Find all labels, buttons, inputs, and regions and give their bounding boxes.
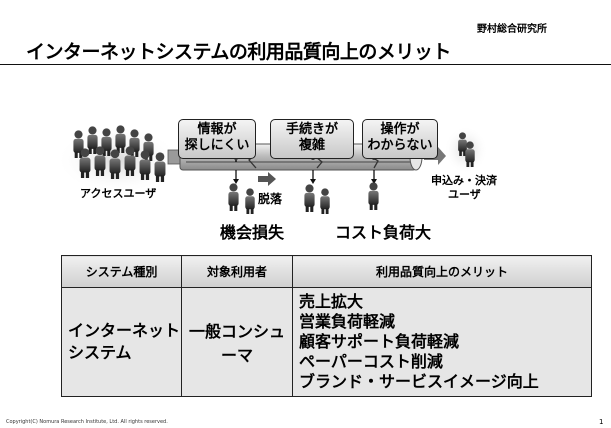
title-underline xyxy=(0,64,611,65)
apply-users-label-line2: ユーザ xyxy=(448,188,481,201)
company-name: 野村総合研究所 xyxy=(477,24,547,35)
dropout-label: 脱落 xyxy=(258,192,283,206)
apply-users-label-line1: 申込み・決済 xyxy=(431,174,497,187)
merit-item: ペーパーコスト削減 xyxy=(299,352,443,371)
header-system-type: システム種別 xyxy=(60,255,183,288)
dropout-arrow-icon xyxy=(258,172,276,186)
callout-text-line2: わからない xyxy=(367,138,433,153)
merits-table: システム種別 対象利用者 利用品質向上のメリット インターネット システム 一般… xyxy=(60,255,592,397)
cell-merits: 売上拡大 営業負荷軽減 顧客サポート負荷軽減 ペーパーコスト削減 ブランド・サー… xyxy=(292,287,592,397)
callout-unclear-operation: 操作が わからない xyxy=(362,119,438,159)
cell-target-user: 一般コンシューマ xyxy=(181,287,294,397)
copyright-notice: Copyright(C) Nomura Research Institute, … xyxy=(6,419,168,425)
callout-text-line1: 情報が xyxy=(197,122,237,137)
callout-text-line1: 手続きが xyxy=(285,122,338,137)
merit-item: 顧客サポート負荷軽減 xyxy=(299,332,460,351)
slide-title: インターネットシステムの利用品質向上のメリット xyxy=(26,41,451,63)
access-users-label: アクセスユーザ xyxy=(80,187,157,200)
callout-text-line1: 操作が xyxy=(380,122,420,137)
system-type-line2: システム xyxy=(68,343,132,362)
dropout-users-icon xyxy=(228,182,379,214)
opportunity-loss-label: 機会損失 xyxy=(220,223,285,242)
process-diagram: 情報が 探しにくい 手続きが 複雑 操作が わからない アクセスユーザ 脱落 申… xyxy=(56,119,497,242)
table-row: インターネット システム 一般コンシューマ 売上拡大 営業負荷軽減 顧客サポート… xyxy=(60,287,592,397)
merit-item: ブランド・サービスイメージ向上 xyxy=(299,372,539,391)
merit-item: 営業負荷軽減 xyxy=(299,312,396,331)
system-type-line1: インターネット xyxy=(68,321,181,340)
callout-text-line2: 探しにくい xyxy=(184,138,250,153)
callout-hard-to-find-info: 情報が 探しにくい xyxy=(178,119,256,159)
callout-complex-procedure: 手続きが 複雑 xyxy=(270,119,354,159)
header-target-user: 対象利用者 xyxy=(181,255,294,288)
merit-item: 売上拡大 xyxy=(299,292,364,311)
table-header-row: システム種別 対象利用者 利用品質向上のメリット xyxy=(60,255,592,288)
page-number: 1 xyxy=(599,418,604,426)
header-merits: 利用品質向上のメリット xyxy=(292,255,592,288)
cell-system-type: インターネット システム xyxy=(60,287,183,397)
callout-text-line2: 複雑 xyxy=(298,138,325,153)
cost-increase-label: コスト負荷大 xyxy=(335,223,432,242)
